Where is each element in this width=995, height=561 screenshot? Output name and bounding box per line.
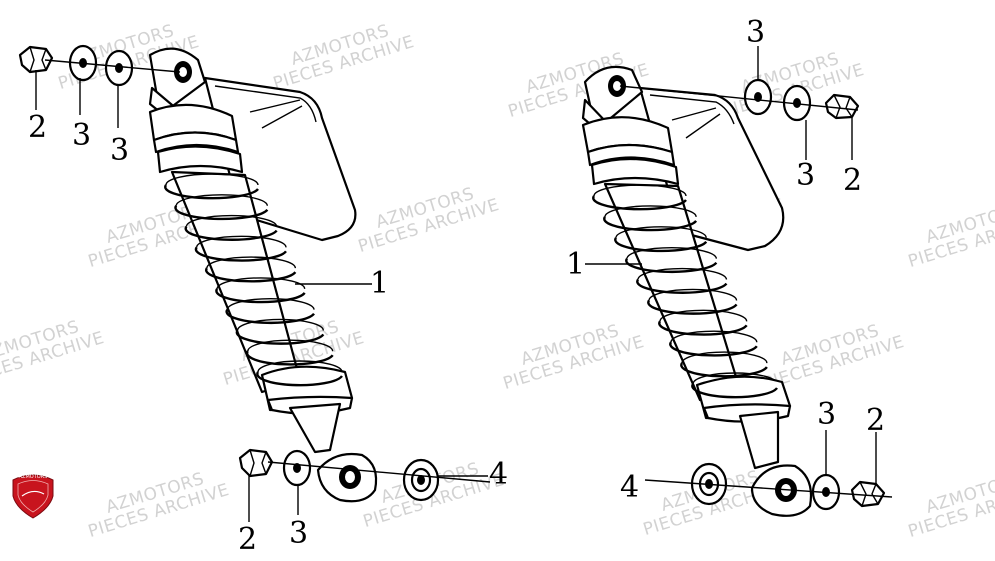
callout-left-bottom-washer: 3 [289,516,308,551]
spring-coil-back [195,235,287,248]
spring-coil-back [681,351,768,364]
logo-text: AZMOTORS [19,474,48,480]
spring-coil [194,246,287,262]
spring-coil-back [604,205,697,218]
spring-coil-back [247,339,334,352]
spring-coil [205,267,297,283]
spring-coil [691,383,778,399]
callout-right-bottom-nut: 2 [866,403,885,438]
spring-coil-back [659,309,748,322]
spring-coil-back [175,194,269,206]
left-bottom-spacer[interactable] [402,458,440,502]
spring-coil-back [593,184,687,197]
spring-coil [184,225,278,241]
left-bottom-nut[interactable] [238,448,274,478]
spring-coil [658,320,748,336]
spring-coil [669,341,758,357]
spring-coil-back [637,267,728,280]
brand-logo: AZMOTORS [12,474,54,519]
right-bottom-nut[interactable] [850,480,886,508]
callout-left-bottom-spacer: 4 [489,457,508,492]
callout-left-bottom-nut: 2 [238,522,257,557]
spring-coil [614,237,708,253]
spring-coil [235,329,325,345]
spring-coil [647,299,738,315]
spring-coil [636,278,728,294]
callout-left-top-nut: 2 [28,110,47,145]
right-top-nut[interactable] [824,93,860,120]
callout-left-damper: 1 [370,266,389,301]
callout-right-bottom-spacer: 4 [620,470,639,505]
callout-right-damper: 1 [566,247,585,282]
spring-coil-back [670,330,758,343]
spring-coil-back [648,288,738,301]
spring-coil-back [626,246,718,259]
spring-coil [592,195,687,211]
spring-coil-back [257,360,343,373]
spring-coil-back [165,173,259,186]
left-bottom-washer[interactable] [282,449,312,487]
callout-left-top-washer-a: 3 [72,118,91,153]
spring-coil [256,371,343,387]
spring-coil [174,205,269,221]
spring-coil [225,308,315,325]
spring-coil-back [236,318,325,331]
spring-coil-back [185,214,278,227]
spring-coil [603,216,698,232]
spring-coil [245,350,334,366]
spring-coil-back [226,297,315,310]
left-top-nut[interactable] [18,45,54,74]
callout-right-top-nut: 2 [843,163,862,198]
right-top-washer-a[interactable] [743,78,773,116]
callout-right-top-washer-a: 3 [746,15,765,50]
spring-coil [680,362,768,378]
callout-right-top-washer-b: 3 [796,158,815,193]
spring-coil-back [206,256,297,269]
spring-coil [164,184,259,200]
left-shock-absorber[interactable] [148,47,378,503]
spring-coil-back [615,226,707,238]
callout-left-top-washer-b: 3 [110,133,129,168]
spring-coil [215,288,306,304]
callout-right-bottom-washer: 3 [817,397,836,432]
right-shock-absorber[interactable] [581,65,813,517]
